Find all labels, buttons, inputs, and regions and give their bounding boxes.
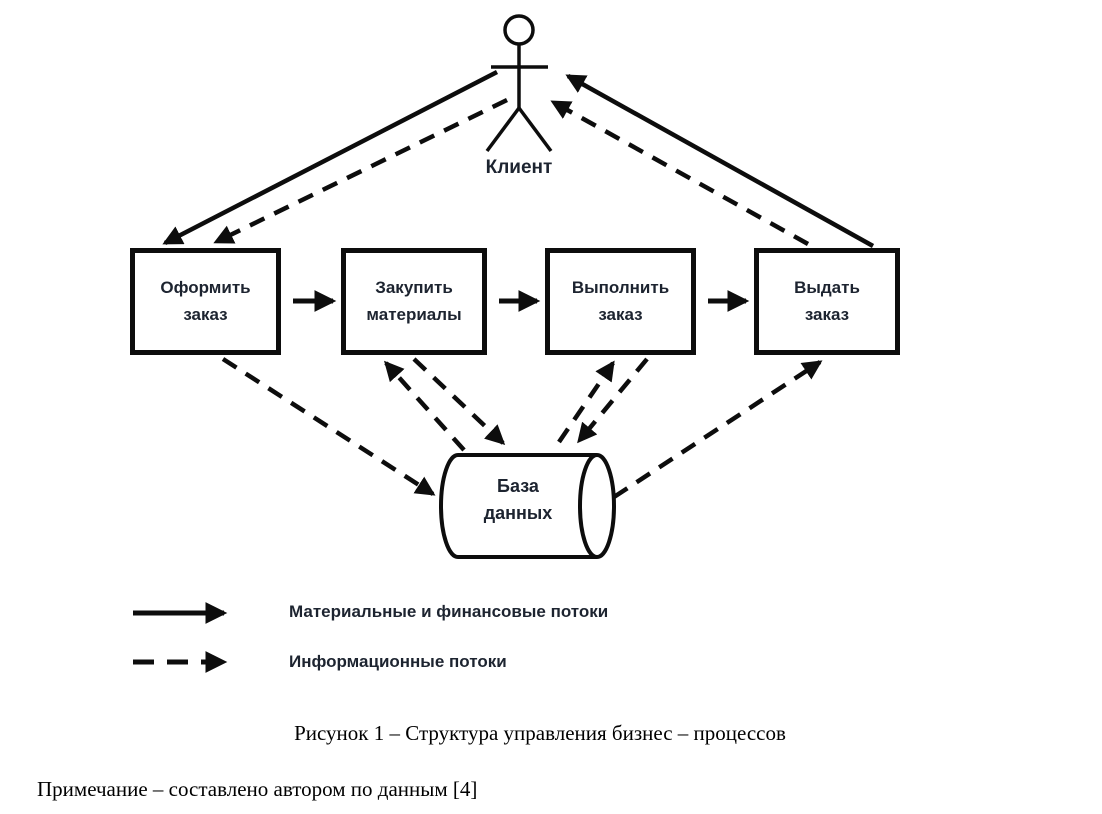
client-actor-icon [485,14,553,153]
process-label: Выдать заказ [794,278,860,324]
actor-label: Клиент [485,157,553,178]
solid-arrow-client-to-order [162,69,499,246]
figure-caption: Рисунок 1 – Структура управления бизнес … [294,721,786,745]
legend-label-material-financial: Материальные и финансовые потоки [289,602,609,621]
figure-note: Примечание – составлено автором по данны… [37,777,478,801]
process-box-fulfill-order: Выполнить заказ [545,248,696,355]
process-label: Выполнить заказ [571,278,670,324]
dashed-arrow-db-to-purchase [384,360,466,452]
dashed-arrow-db-to-fulfill [557,360,615,444]
dashed-arrow-issue-to-client [550,100,810,246]
process-box-issue-order: Выдать заказ [754,248,900,355]
process-box-place-order: Оформить заказ [130,248,281,355]
process-box-purchase-materials: Закупить материалы [341,248,487,355]
solid-arrow-issue-to-client [565,74,875,248]
legend-label-information: Информационные потоки [289,652,507,671]
database-label: База данных [483,476,553,523]
dashed-arrow-fulfill-to-db [577,357,649,444]
dashed-arrow-purchase-to-db [412,357,506,446]
dashed-arrow-db-to-issue [612,360,823,499]
process-label: Оформить заказ [160,278,251,324]
database-cylinder-icon [439,453,616,559]
process-label: Закупить материалы [366,278,462,324]
dashed-arrow-order-to-db [221,357,436,496]
